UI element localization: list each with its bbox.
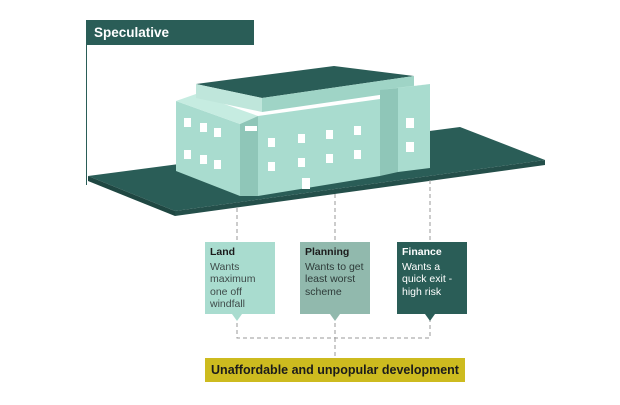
building-roof-front [196, 84, 262, 112]
land-card-heading: Land [210, 246, 236, 258]
planning-card-pointer [330, 314, 340, 321]
finance-card-heading: Finance [402, 246, 442, 258]
building-roof-side [262, 76, 414, 112]
building-left-wing-roof [176, 94, 258, 124]
ground-slab-side [175, 160, 545, 216]
building-roof-top [196, 66, 414, 98]
ground-slab-edge [88, 176, 175, 216]
land-card-pointer [232, 314, 242, 321]
building-windows [184, 118, 414, 189]
finance-card-text: Wants a quick exit - high risk [402, 260, 453, 298]
building-main-face [258, 99, 380, 196]
land-card: Land Wants maximum one off windfall [205, 242, 275, 314]
diagram-title: Speculative housebuilding [86, 20, 254, 65]
title-connector [86, 45, 87, 185]
finance-card-pointer [425, 314, 435, 321]
finance-card: Finance Wants a quick exit - high risk [397, 242, 467, 314]
planning-card-text: Wants to get least worst scheme [305, 260, 364, 298]
land-card-text: Wants maximum one off windfall [210, 260, 256, 311]
building-main-side [240, 116, 258, 196]
planning-card: Planning Wants to get least worst scheme [300, 242, 370, 314]
building-right-tower-top [380, 84, 430, 90]
building-left-wing-face [176, 101, 240, 196]
planning-card-heading: Planning [305, 246, 350, 258]
building-right-tower-front [380, 88, 398, 176]
outcome-banner: Unaffordable and unpopular development [205, 358, 465, 382]
